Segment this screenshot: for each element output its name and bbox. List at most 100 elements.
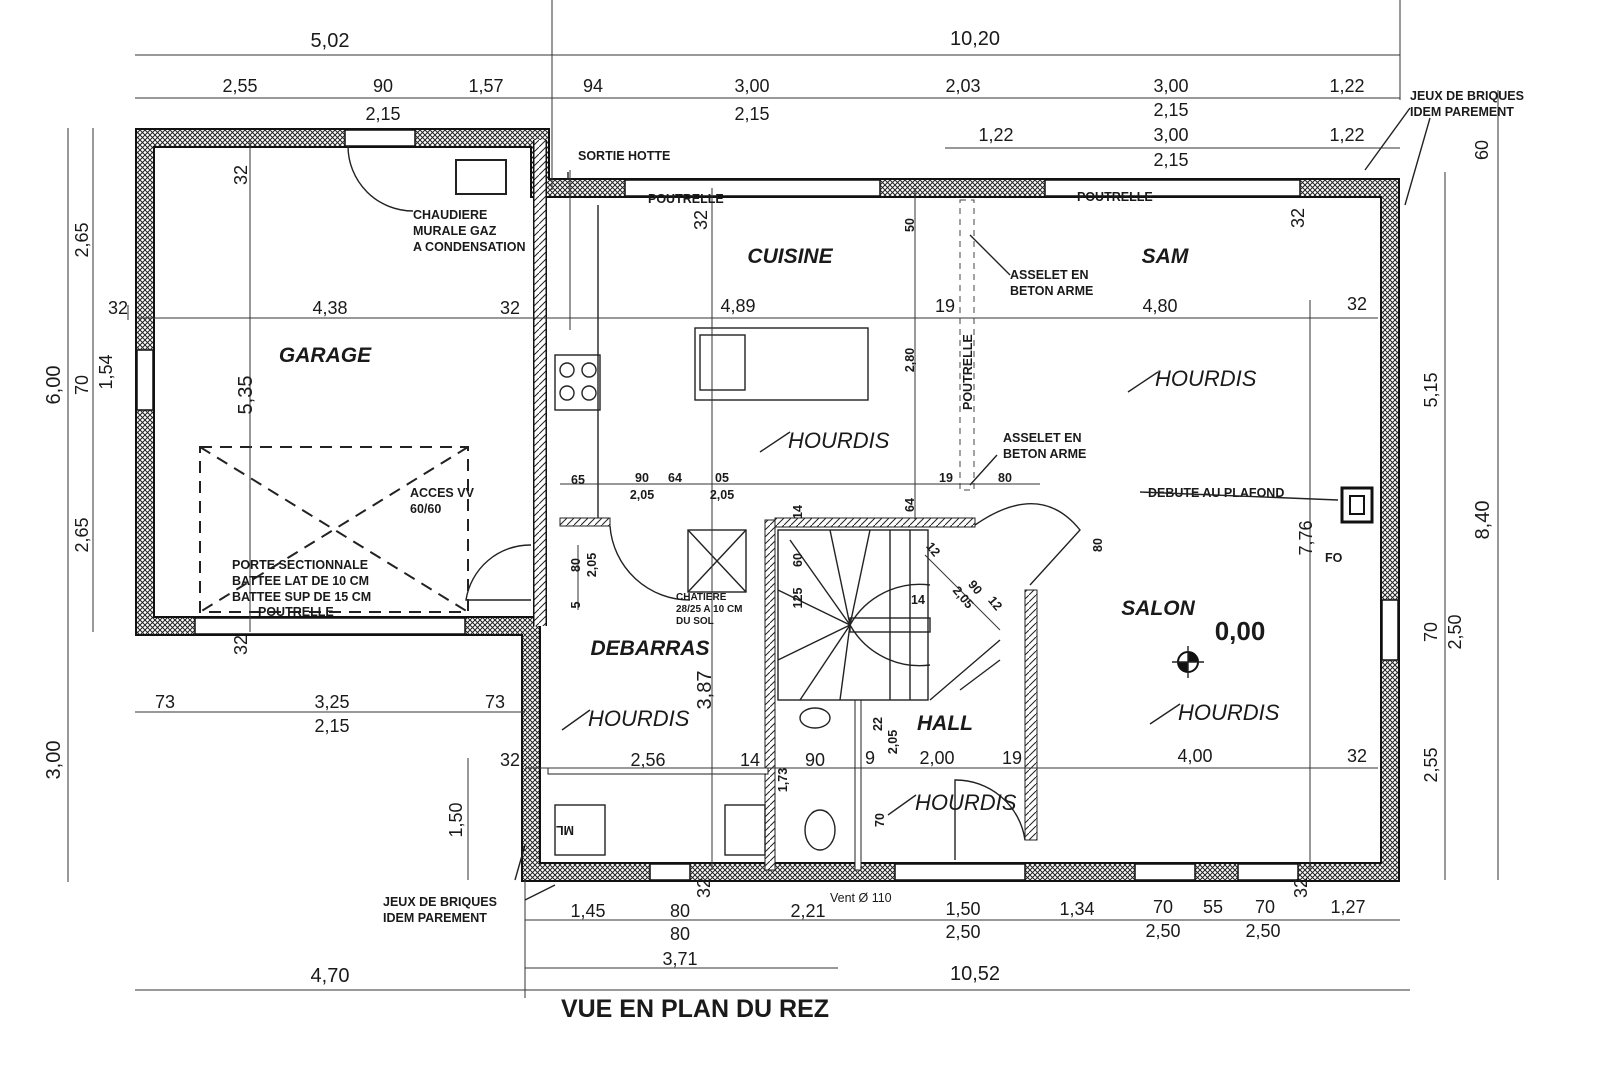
dim: 4,80 (1142, 296, 1177, 316)
note-jeux: JEUX DE BRIQUES (383, 895, 497, 909)
dim: 05 (715, 471, 729, 485)
dim: 2,50 (1245, 921, 1280, 941)
dim: 2,65 (72, 222, 92, 257)
dim: 73 (155, 692, 175, 712)
dim: 90 (805, 750, 825, 770)
dim: 70 (873, 813, 887, 827)
dim: 32 (691, 210, 711, 230)
dim: 3,71 (662, 949, 697, 969)
room-sam: SAM (1142, 245, 1189, 268)
dim: 5,15 (1421, 372, 1441, 407)
dim: 5,35 (235, 376, 257, 415)
note-poutrelle: POUTRELLE (1077, 190, 1153, 204)
annotations: SORTIE HOTTE POUTRELLE POUTRELLE POUTREL… (232, 89, 1524, 925)
dim: 60 (1472, 140, 1492, 160)
dim: 3,00 (1153, 76, 1188, 96)
dim: 4,00 (1177, 746, 1212, 766)
dim: 80 (670, 901, 690, 921)
dim: 1,57 (468, 76, 503, 96)
dim: 4,38 (312, 298, 347, 318)
windows (136, 129, 1399, 881)
dim: 32 (500, 298, 520, 318)
dim: 1,50 (446, 802, 466, 837)
dim: 1,27 (1330, 897, 1365, 917)
dim: 73 (485, 692, 505, 712)
staircase (777, 529, 1001, 701)
note-acces-vv: ACCES VV (410, 486, 475, 500)
dim: 2,05 (886, 730, 900, 754)
room-debarras: DEBARRAS (590, 637, 709, 660)
hourdis-label: HOURDIS (588, 706, 690, 731)
note-chatiere: 28/25 A 10 CM (676, 604, 743, 615)
dim: 1,22 (1329, 76, 1364, 96)
level-value: 0,00 (1215, 616, 1266, 646)
dim: 2,15 (1153, 100, 1188, 120)
dims-interior: 32 4,38 32 32 5,35 4,89 19 4,80 32 32 32… (108, 165, 1367, 827)
dim: 2,65 (72, 517, 92, 552)
dim: 3,25 (314, 692, 349, 712)
note-poutrelle: POUTRELLE (961, 334, 975, 410)
dim: 90 (373, 76, 393, 96)
dims-left: 6,00 2,65 70 1,54 2,65 3,00 1,50 (43, 222, 466, 837)
dim: 64 (668, 471, 682, 485)
dims-top: 5,02 10,20 2,55 90 1,57 94 3,00 2,03 3,0… (222, 28, 1492, 170)
dim: 8,40 (1472, 501, 1494, 540)
dim: 3,00 (1153, 125, 1188, 145)
note-asselet: BETON ARME (1003, 447, 1086, 461)
room-cuisine: CUISINE (747, 245, 833, 268)
dim: 32 (1347, 294, 1367, 314)
dim: 90 (635, 471, 649, 485)
boiler (455, 159, 507, 195)
hourdis-labels: HOURDIS HOURDIS HOURDIS HOURDIS HOURDIS (561, 366, 1280, 816)
note-chaudiere: CHAUDIERE (413, 208, 487, 222)
dims-bottom: 32 32 1,45 80 80 2,21 1,50 2,50 1,34 70 … (311, 878, 1366, 987)
dim: 3,87 (694, 671, 716, 710)
dim: 125 (791, 588, 805, 609)
note-ml: ML (556, 823, 574, 837)
note-poutrelle: POUTRELLE (648, 192, 724, 206)
dim: 14 (740, 750, 760, 770)
dim: 1,45 (570, 901, 605, 921)
dim: 50 (903, 218, 917, 232)
garage-hatch-access (199, 446, 469, 613)
note-porte: BATTEE LAT DE 10 CM (232, 574, 369, 588)
dim: 1,34 (1059, 899, 1094, 919)
dim: 2,05 (710, 488, 734, 502)
dim: 2,80 (903, 348, 917, 372)
note-vent: Vent Ø 110 (830, 891, 892, 905)
dim: 2,15 (734, 104, 769, 124)
dim: 32 (694, 878, 714, 898)
dim: 1,22 (978, 125, 1013, 145)
door-swings (347, 145, 1081, 860)
dim: 32 (108, 298, 128, 318)
dim: 4,70 (311, 965, 350, 987)
dim: 2,56 (630, 750, 665, 770)
dim: 2,15 (314, 716, 349, 736)
dim: 2,05 (630, 488, 654, 502)
dim: 2,55 (222, 76, 257, 96)
dim: 2,00 (919, 748, 954, 768)
note-asselet: ASSELET EN (1003, 431, 1082, 445)
plan-title: VUE EN PLAN DU REZ (561, 995, 829, 1023)
hourdis-label: HOURDIS (788, 428, 890, 453)
hourdis-label: HOURDIS (1178, 700, 1280, 725)
dim: 6,00 (43, 366, 65, 405)
dim: 3,00 (734, 76, 769, 96)
dimension-lines (67, 0, 1499, 998)
dim: 1,54 (96, 354, 116, 389)
note-jeux: JEUX DE BRIQUES (1410, 89, 1524, 103)
room-salon: SALON (1121, 597, 1195, 620)
dim: 64 (903, 498, 917, 512)
note-asselet: BETON ARME (1010, 284, 1093, 298)
dim: 32 (500, 750, 520, 770)
dim: 70 (1153, 897, 1173, 917)
dim: 70 (1255, 897, 1275, 917)
dim: 32 (1291, 878, 1311, 898)
dim: 5 (569, 601, 583, 608)
level-marker: 0,00 (1172, 616, 1265, 678)
dim: 1,50 (945, 899, 980, 919)
kitchen-fixtures (554, 170, 869, 518)
dim: 22 (871, 717, 885, 731)
dim: 2,05 (585, 553, 599, 577)
dim: 55 (1203, 897, 1223, 917)
